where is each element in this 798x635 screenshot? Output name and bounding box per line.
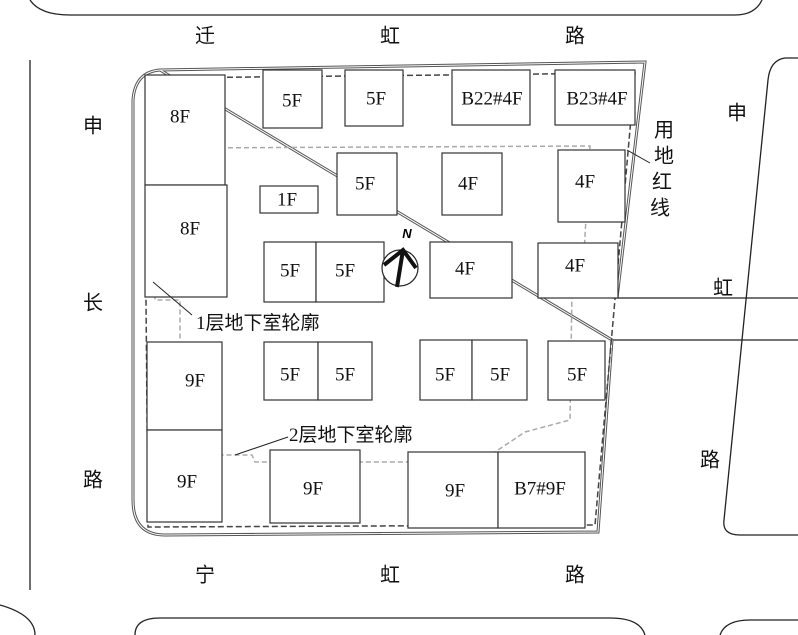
building-label: 9F — [303, 478, 323, 499]
building[interactable] — [263, 341, 319, 401]
building[interactable] — [146, 341, 223, 431]
road-bottom-name: 路 — [565, 564, 585, 587]
road-left-name: 长 — [83, 292, 103, 315]
building[interactable] — [554, 69, 636, 126]
building-label: 9F — [177, 471, 197, 492]
buildings — [144, 69, 636, 529]
building[interactable] — [557, 149, 626, 223]
building[interactable] — [537, 242, 619, 299]
building[interactable] — [471, 339, 528, 401]
building-label: 4F — [575, 171, 595, 192]
building[interactable] — [315, 241, 385, 303]
building[interactable] — [263, 241, 317, 303]
building-label: 9F — [445, 480, 465, 501]
building-label: 4F — [458, 173, 478, 194]
building-label: 5F — [355, 173, 375, 194]
building-label: 8F — [170, 106, 190, 127]
building[interactable] — [336, 152, 398, 216]
building-label: 5F — [335, 364, 355, 385]
building[interactable] — [407, 451, 499, 529]
road-top-name: 虹 — [380, 25, 400, 48]
building-label: 4F — [455, 258, 475, 279]
north-arrow-icon: N — [381, 226, 419, 288]
building[interactable] — [547, 340, 606, 401]
building-label: 5F — [567, 364, 587, 385]
red-line-label: 线 — [650, 197, 670, 220]
road-right-name: 申 — [727, 102, 747, 125]
building-label: 5F — [280, 364, 300, 385]
red-line-label: 用 — [654, 120, 674, 142]
building-label: 1F — [277, 189, 297, 210]
building[interactable] — [419, 339, 473, 401]
road-left-name: 申 — [83, 115, 103, 138]
building[interactable] — [429, 241, 513, 299]
building-label: B22#4F — [461, 88, 522, 109]
building-label: 9F — [185, 370, 205, 391]
building[interactable] — [441, 152, 503, 216]
building-label: 5F — [282, 90, 302, 111]
basement-2-label: 2层地下室轮廓 — [289, 424, 413, 446]
building[interactable] — [146, 429, 223, 523]
building[interactable] — [259, 185, 319, 214]
building[interactable] — [144, 74, 226, 186]
building-label: B7#9F — [514, 478, 566, 499]
building[interactable] — [144, 184, 228, 298]
building-label: 8F — [180, 218, 200, 239]
building[interactable] — [262, 69, 323, 129]
building-label: 5F — [435, 364, 455, 385]
building[interactable] — [451, 69, 531, 126]
road-bottom-name: 宁 — [195, 564, 215, 587]
road-bottom-name: 虹 — [380, 564, 400, 587]
road-right-name: 路 — [700, 449, 720, 472]
building-label: B23#4F — [566, 88, 627, 109]
road-right-name: 虹 — [713, 277, 733, 300]
road-names: 迁 虹 路 申 长 路 申 虹 路 宁 虹 路 — [83, 25, 747, 587]
north-label: N — [402, 226, 412, 241]
building-label: 5F — [490, 364, 510, 385]
building-label: 5F — [366, 88, 386, 109]
road-left-name: 路 — [83, 469, 103, 492]
building[interactable] — [497, 451, 586, 529]
building-label: 4F — [565, 255, 585, 276]
building[interactable] — [269, 449, 361, 524]
red-line-label: 红 — [652, 171, 672, 194]
road-top-name: 迁 — [195, 25, 215, 48]
building-label: 5F — [335, 260, 355, 281]
road-top-name: 路 — [565, 25, 585, 48]
building-labels: 8F 8F 5F 5F B22#4F B23#4F 5F 4F 4F 1F 5F… — [170, 88, 628, 501]
annotations: 1层地下室轮廓 2层地下室轮廓 用 地 红 线 — [152, 120, 674, 456]
red-line-label: 地 — [654, 145, 674, 168]
basement-1-label: 1层地下室轮廓 — [196, 312, 320, 334]
building[interactable] — [317, 341, 373, 401]
building-label: 5F — [280, 260, 300, 281]
building[interactable] — [344, 69, 404, 127]
